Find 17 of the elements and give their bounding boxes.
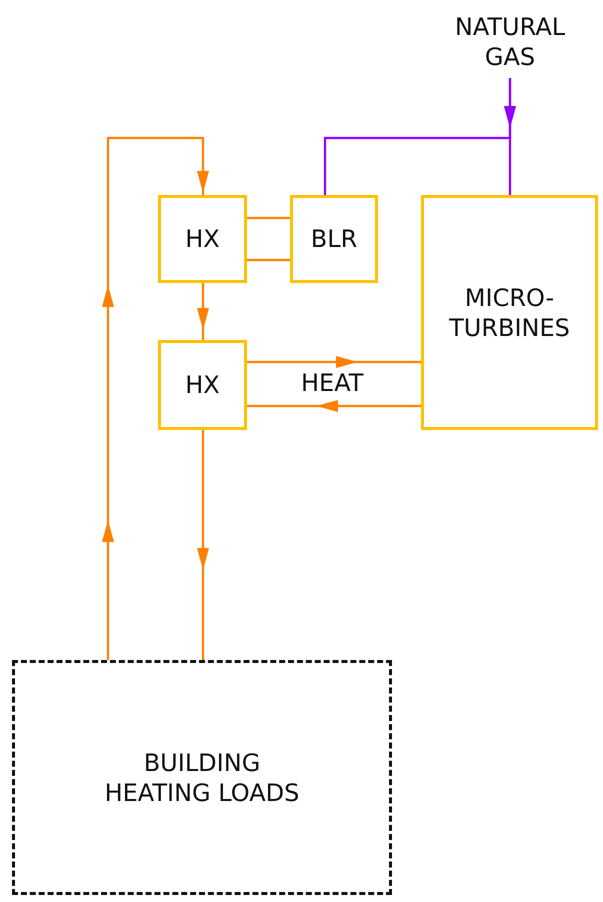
process-box [158, 340, 247, 430]
box-label: HX [185, 370, 220, 400]
box-label: MICRO-TURBINES [448, 282, 571, 342]
load-box [12, 660, 392, 895]
process-box [421, 195, 598, 430]
box-label: BLR [310, 224, 358, 254]
process-box [290, 195, 378, 283]
node-text: NATURAL GAS [454, 12, 566, 72]
arrow [197, 430, 209, 660]
box-label: HX [185, 224, 220, 254]
arrow [247, 400, 421, 412]
arrow [504, 78, 516, 195]
process-box [158, 195, 247, 283]
arrow [197, 283, 209, 340]
arrow [247, 356, 421, 368]
arrow [102, 136, 209, 660]
box-label: BUILDING HEATING LOADS [104, 748, 300, 808]
